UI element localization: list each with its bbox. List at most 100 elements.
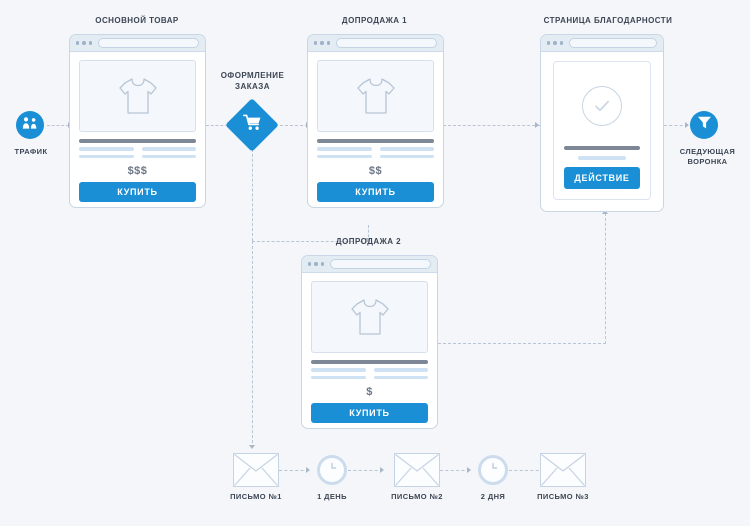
funnel-icon: [697, 115, 712, 135]
delay-2[interactable]: [478, 455, 508, 485]
window-dot: [76, 41, 80, 45]
text-placeholder-line: [317, 154, 372, 158]
text-placeholder-line: [317, 147, 372, 151]
title-placeholder-line: [564, 146, 640, 150]
text-placeholder-row: [79, 154, 196, 158]
window-dot: [308, 262, 312, 266]
arrow-upsell1-to-thankyou: [535, 122, 539, 128]
text-placeholder-line: [311, 368, 366, 372]
card-body: $$$ КУПИТЬ: [70, 52, 205, 207]
traffic-label: ТРАФИК: [14, 147, 48, 156]
connector-email2-to-delay2: [440, 470, 470, 471]
price-label: $$: [368, 165, 383, 177]
thankyou-body: ДЕЙСТВИЕ: [541, 52, 663, 211]
price-label: $$$: [127, 165, 148, 177]
window-dots: [308, 262, 325, 266]
address-bar[interactable]: [336, 38, 437, 48]
buy-button[interactable]: КУПИТЬ: [317, 182, 434, 202]
price-label: $: [366, 386, 373, 398]
address-bar[interactable]: [569, 38, 657, 48]
buy-button[interactable]: КУПИТЬ: [79, 182, 196, 202]
window-dot: [314, 41, 318, 45]
text-placeholder-row: [317, 154, 434, 158]
text-placeholder-line: [79, 147, 134, 151]
window-dots: [76, 41, 93, 45]
delay-1-label: 1 ДЕНЬ: [317, 492, 347, 501]
card-main-product[interactable]: $$$ КУПИТЬ: [69, 34, 206, 208]
window-dot: [326, 41, 331, 45]
arrow-email1-to-delay1: [306, 467, 310, 473]
connector-thankyou-to-nextfunnel: [664, 125, 688, 126]
connector-checkout-to-email1: [252, 241, 253, 448]
window-dot: [553, 41, 557, 45]
title-placeholder-line: [79, 139, 196, 143]
connector-upsell2-up-to-thankyou: [605, 213, 606, 344]
card-body: $$ КУПИТЬ: [308, 52, 443, 207]
envelope-3[interactable]: [540, 453, 586, 487]
arrow-delay1-to-email2: [380, 467, 384, 473]
address-bar[interactable]: [330, 259, 431, 269]
traffic-icon-chip[interactable]: [16, 111, 44, 139]
caption-main-product: ОСНОВНОЙ ТОВАР: [95, 16, 179, 25]
tshirt-icon: [349, 297, 391, 337]
window-dot: [314, 262, 318, 266]
product-image-placeholder: [311, 281, 428, 353]
text-placeholder-line: [141, 154, 196, 158]
address-bar[interactable]: [98, 38, 199, 48]
check-circle-icon: [582, 86, 622, 126]
text-placeholder-line: [373, 375, 428, 379]
tshirt-icon: [117, 76, 159, 116]
card-body: $ КУПИТЬ: [302, 273, 437, 428]
connector-delay2-to-email3: [509, 470, 544, 471]
envelope-2[interactable]: [394, 453, 440, 487]
envelope-1[interactable]: [233, 453, 279, 487]
buy-button[interactable]: КУПИТЬ: [311, 403, 428, 423]
connector-checkout-to-upsell1: [275, 125, 308, 126]
connector-upsell1-to-thankyou: [443, 125, 540, 126]
action-button[interactable]: ДЕЙСТВИЕ: [564, 167, 640, 189]
connector-email1-to-delay1: [279, 470, 309, 471]
window-dot: [547, 41, 551, 45]
text-placeholder-line: [141, 147, 196, 151]
browser-chrome-bar: [541, 35, 663, 52]
title-placeholder-line: [311, 360, 428, 364]
card-thankyou[interactable]: ДЕЙСТВИЕ: [540, 34, 664, 212]
text-placeholder-line: [311, 375, 366, 379]
text-placeholder-row: [317, 147, 434, 151]
next-funnel-icon-chip[interactable]: [690, 111, 718, 139]
arrow-to-upsell2: [365, 238, 371, 242]
window-dots: [547, 41, 564, 45]
shopping-cart-icon: [242, 114, 262, 136]
title-placeholder-line: [317, 139, 434, 143]
product-image-placeholder: [317, 60, 434, 132]
caption-upsell-2: ДОПРОДАЖА 2: [335, 237, 402, 246]
text-placeholder-row: [79, 147, 196, 151]
window-dot: [82, 41, 86, 45]
next-funnel-label: СЛЕДУЮЩАЯ ВОРОНКА: [679, 147, 736, 166]
connector-upsell2-down: [368, 225, 369, 242]
checkout-icon-wrap: [233, 106, 271, 144]
text-placeholder-line: [379, 154, 434, 158]
browser-chrome-bar: [70, 35, 205, 52]
browser-chrome-bar: [308, 35, 443, 52]
caption-checkout: ОФОРМЛЕНИЕ ЗАКАЗА: [220, 71, 285, 91]
card-upsell-2[interactable]: $ КУПИТЬ: [301, 255, 438, 429]
clock-icon: [324, 460, 340, 481]
text-placeholder-line: [373, 368, 428, 372]
delay-1[interactable]: [317, 455, 347, 485]
envelope-2-label: ПИСЬМО №2: [391, 492, 443, 501]
window-dot: [559, 41, 564, 45]
text-placeholder-line: [79, 154, 134, 158]
text-placeholder-line: [578, 156, 626, 160]
window-dot: [320, 262, 325, 266]
connector-upsell2-right: [438, 343, 606, 344]
card-upsell-1[interactable]: $$ КУПИТЬ: [307, 34, 444, 208]
connector-to-upsell2: [252, 241, 368, 242]
thankyou-inner-card: ДЕЙСТВИЕ: [553, 61, 651, 200]
connector-delay1-to-email2: [348, 470, 383, 471]
envelope-3-label: ПИСЬМО №3: [537, 492, 589, 501]
text-placeholder-row: [311, 375, 428, 379]
delay-2-label: 2 ДНЯ: [480, 492, 506, 501]
tshirt-icon: [355, 76, 397, 116]
